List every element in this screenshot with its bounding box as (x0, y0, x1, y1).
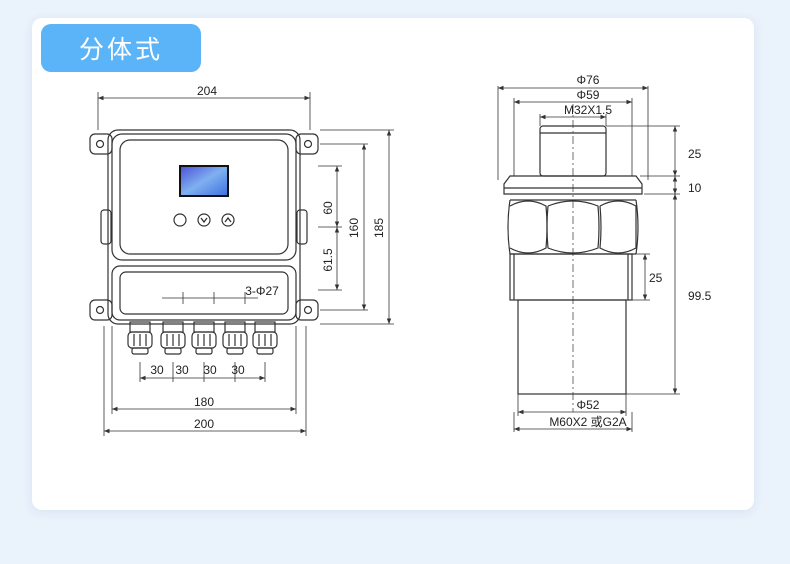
dim-thread-top: M32X1.5 (564, 103, 612, 117)
cable-glands (127, 321, 278, 355)
sensor-flange (503, 175, 643, 195)
dim-height-mid: 160 (347, 218, 361, 238)
dim-gland-spacing-4: 30 (231, 363, 245, 377)
dim-width-bottom: 200 (194, 417, 214, 431)
dim-height-flange: 10 (688, 181, 702, 195)
upper-lid (111, 133, 297, 261)
dim-dia-body: Φ52 (577, 398, 600, 412)
mounting-ears (89, 133, 319, 321)
dim-gland-spacing-3: 30 (203, 363, 217, 377)
dim-dia-cap: Φ59 (577, 88, 600, 102)
dim-height-lower: 61.5 (321, 248, 335, 272)
button-left (173, 213, 187, 227)
terminal-cover (111, 265, 297, 321)
dim-height-total: 99.5 (688, 289, 712, 303)
dim-gland-spacing-2: 30 (175, 363, 189, 377)
sensor-thread (509, 253, 633, 301)
dim-thread-bottom: M60X2 或G2A (549, 415, 626, 429)
controller-drawing (89, 129, 319, 355)
sensor-body (517, 299, 627, 395)
dim-gland-spacing-1: 30 (150, 363, 164, 377)
button-up (221, 213, 235, 227)
dim-height-thread: 25 (649, 271, 663, 285)
button-down (197, 213, 211, 227)
housing-outline (107, 129, 301, 325)
lcd-screen (179, 165, 229, 197)
dim-width-inner: 180 (194, 395, 214, 409)
dim-width-top: 204 (197, 84, 217, 98)
dim-height-outer: 185 (372, 218, 386, 238)
type-badge: 分体式 (41, 24, 201, 72)
dim-height-cap: 25 (688, 147, 702, 161)
dim-height-upper: 60 (321, 201, 335, 215)
dim-hole-spec: 3-Φ27 (245, 284, 279, 298)
dim-dia-flange: Φ76 (577, 73, 600, 87)
